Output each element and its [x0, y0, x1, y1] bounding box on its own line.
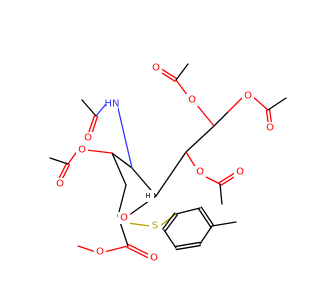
bond-aryl-2-a	[198, 208, 212, 228]
bond-c6-c7	[155, 151, 187, 197]
oxygen-ester-label-backdrop	[94, 246, 106, 258]
oxygen-c8-carbonyl-label: O	[152, 63, 160, 74]
bond-c5-n	[117, 107, 133, 169]
bond-acyl8-methyl	[175, 63, 189, 81]
oxygen-c8-label-backdrop	[186, 94, 198, 106]
bond-s-aryl	[159, 213, 177, 227]
bond-c7-c8	[185, 125, 215, 153]
bond-o-acyl8	[175, 79, 189, 97]
oxygen-ester-carbonyl-label: O	[150, 253, 158, 264]
oxygen-ester-label: O	[96, 247, 104, 258]
oxygen-amide-label-backdrop	[82, 132, 94, 144]
bond-aryl-methyl	[211, 221, 237, 227]
oxygen-ring-label: O	[120, 213, 128, 224]
bond-c8-o	[195, 103, 215, 127]
bond-aryl-1	[175, 207, 201, 215]
oxygen-c9-label-backdrop	[242, 90, 254, 102]
oxygen-c9-carbonyl-label-backdrop	[264, 122, 276, 134]
nitrogen-h-label-backdrop	[106, 98, 118, 110]
oxygen-c7-label: O	[196, 167, 204, 178]
bond-c8-c9	[213, 111, 229, 127]
bond-aryl-4-b	[175, 244, 201, 251]
bond-ester-carbonyl-a	[126, 246, 148, 259]
oxygen-c4-carbonyl-label-backdrop	[54, 178, 66, 190]
bond-o-acyl7	[203, 175, 221, 185]
oxygen-amide-label: O	[84, 133, 92, 144]
oxygen-c7-carbonyl-label: O	[236, 167, 244, 178]
oxygen-c9-label: O	[244, 91, 252, 102]
bond-c7-o	[185, 151, 197, 169]
bond-o-methyl	[77, 245, 97, 253]
bond-aryl-6-a	[164, 214, 178, 232]
bond-aryl-5	[163, 229, 177, 249]
bond-acyl7-carbonyl-b	[218, 171, 236, 184]
oxygen-c7-label-backdrop	[194, 166, 206, 178]
oxygen-c7-carbonyl-label-backdrop	[234, 166, 246, 178]
bond-ester-o	[103, 245, 129, 253]
bond-aryl-6-b	[162, 212, 176, 230]
bond-aryl-2-b	[200, 206, 214, 226]
oxygen-ester-carbonyl-label-backdrop	[148, 252, 160, 264]
oxygen-c9-carbonyl-label: O	[266, 123, 274, 134]
stereo-h-label: H	[145, 192, 150, 200]
oxygen-c4-label: O	[78, 145, 86, 156]
bond-acyl-carbonyl-a	[57, 162, 68, 180]
sulfur-label: S	[152, 221, 158, 232]
bond-c4-c3	[111, 152, 127, 186]
bond-acyl-methyl	[49, 157, 69, 165]
bond-acyl7-methyl	[219, 183, 223, 205]
bond-o-acyl9	[251, 95, 269, 111]
bond-amide-carbonyl-a	[87, 114, 96, 135]
bond-aryl-3	[199, 225, 213, 245]
bond-c4-o	[85, 149, 113, 154]
bond-amide-methyl	[81, 99, 97, 117]
bond-acyl9-carbonyl-b	[268, 109, 273, 125]
bond-c3-c2	[117, 184, 127, 217]
nitrogen-h-label: HN	[105, 99, 120, 110]
bond-acyl9-carbonyl-a	[265, 109, 270, 125]
bond-ester-carbonyl-b	[128, 243, 150, 256]
bond-c4-c4b	[111, 152, 133, 169]
bond-n-acyl	[95, 103, 107, 117]
stereo-h-label-backdrop	[142, 190, 154, 202]
bond-amide-carbonyl-b	[90, 115, 99, 136]
oxygen-c4-label-backdrop	[76, 144, 88, 156]
sulfur-label-backdrop	[149, 220, 161, 232]
bond-c9-o	[227, 95, 245, 113]
bond-acyl8-carbonyl-a	[160, 67, 178, 80]
bond-c2-ester	[119, 221, 129, 247]
oxygen-c8-label: O	[188, 95, 196, 106]
oxygen-c8-carbonyl-label-backdrop	[150, 62, 162, 74]
oxygen-ring-label-backdrop	[118, 212, 130, 224]
bond-acyl9-methyl	[267, 97, 287, 111]
bond-aryl-4-a	[175, 241, 201, 248]
oxygen-c4-carbonyl-label: O	[56, 179, 64, 190]
